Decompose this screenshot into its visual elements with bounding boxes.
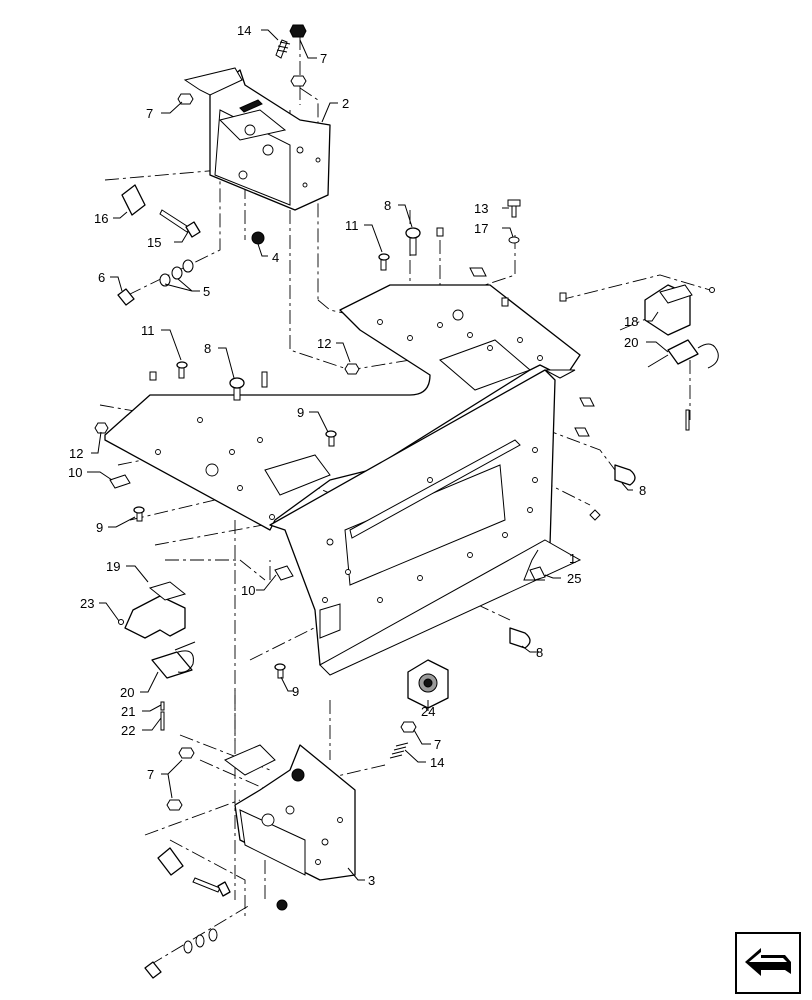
callout-8-left: 8 [204,341,211,356]
main-mounting-plate [104,284,582,676]
callout-7-lower-right: 7 [434,737,441,752]
navigation-arrow-graphic [735,932,801,994]
callout-22: 22 [121,723,135,738]
callout-8-right: 8 [639,483,646,498]
callout-14-top: 14 [237,23,251,38]
callout-4: 4 [272,250,279,265]
callout-15: 15 [147,235,161,250]
callout-18: 18 [624,314,638,329]
callout-10-lower: 10 [241,583,255,598]
callout-17: 17 [474,221,488,236]
callout-9-middle: 9 [297,405,304,420]
callout-12-left: 12 [69,446,83,461]
callout-9-left: 9 [96,520,103,535]
callout-7-top-left: 7 [146,106,153,121]
leader-lines [87,29,669,881]
callout-7-lower-left: 7 [147,767,154,782]
callout-3: 3 [368,873,375,888]
hardware-parts [94,24,719,979]
page-navigation-arrow-icon[interactable] [735,932,801,994]
lower-bracket [224,744,356,881]
upper-bracket [183,67,331,211]
callout-11-left: 11 [141,323,155,338]
callout-24: 24 [421,704,435,719]
callout-8-lower: 8 [536,645,543,660]
callout-16: 16 [94,211,108,226]
callout-21: 21 [121,704,135,719]
callout-13: 13 [474,201,488,216]
callout-7-top-right: 7 [320,51,327,66]
callout-20-top: 20 [624,335,638,350]
callout-19: 19 [106,559,120,574]
callout-8-top: 8 [384,198,391,213]
callout-9-lower: 9 [292,684,299,699]
callout-2: 2 [342,96,349,111]
callout-10-left: 10 [68,465,82,480]
callout-12-top: 12 [317,336,331,351]
callout-6: 6 [98,270,105,285]
callout-20-lower: 20 [120,685,134,700]
callout-11-top: 11 [345,218,359,233]
callout-labels: 14 7 7 2 16 15 4 6 5 8 11 13 17 12 18 20… [68,23,646,888]
callout-23: 23 [80,596,94,611]
callout-5: 5 [203,284,210,299]
callout-1: 1 [569,551,576,566]
callout-14-lower: 14 [430,755,444,770]
callout-25: 25 [567,571,581,586]
